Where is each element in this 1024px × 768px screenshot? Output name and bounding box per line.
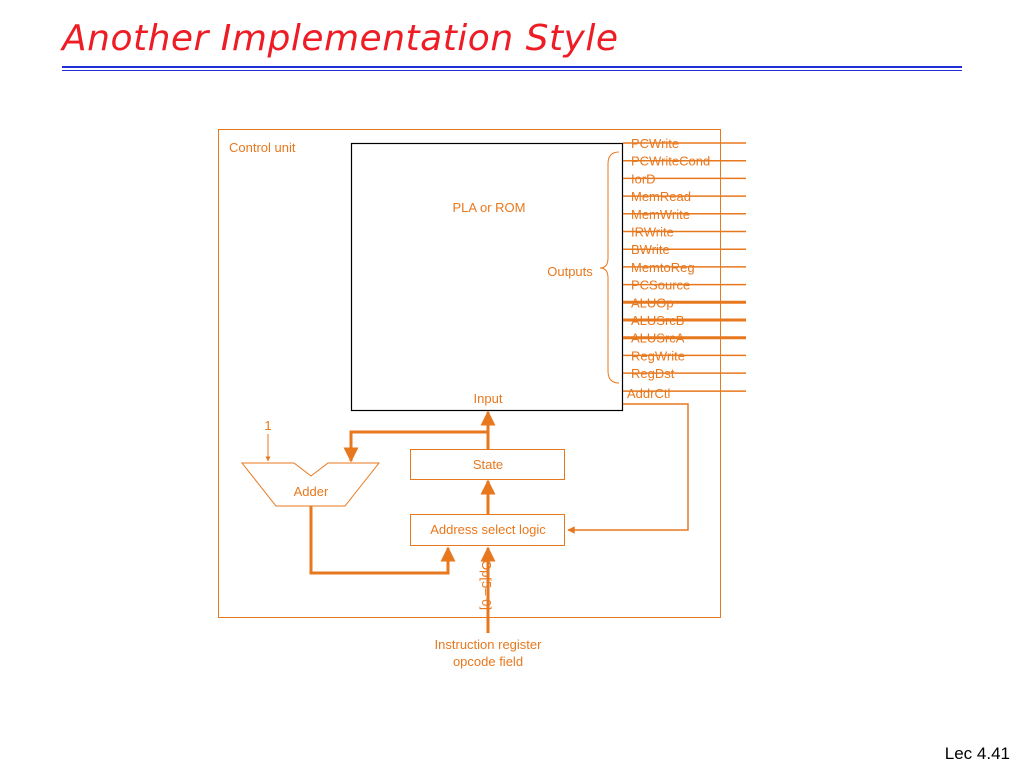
state-to-adder-wire (343, 430, 488, 463)
page-number: Lec 4.41 (944, 744, 1010, 763)
input-label: Input (474, 391, 503, 406)
outputs-label: Outputs (547, 264, 593, 279)
adder-shape (240, 462, 381, 507)
addrctl-label: AddrCtl (627, 386, 670, 401)
addrctl-wire (567, 403, 689, 534)
slide-title: Another Implementation Style (62, 18, 619, 59)
title-rule-thin (62, 70, 962, 71)
title-rule (62, 66, 962, 68)
control-unit-label: Control unit (229, 140, 296, 155)
instruction-register-label-line1: Instruction register (435, 637, 543, 652)
adder-to-address-wire (309, 506, 456, 575)
adder-label: Adder (294, 484, 329, 499)
opcode-label: Op[5– 0] (479, 560, 494, 610)
state-label: State (473, 457, 503, 472)
address-select-box (410, 514, 565, 546)
instruction-register-label-line2: opcode field (453, 654, 523, 669)
address-select-label: Address select logic (430, 522, 546, 537)
constant-one-label: 1 (264, 418, 271, 433)
pla-rom-label: PLA or ROM (453, 200, 526, 215)
outputs-brace (599, 151, 620, 384)
output-signals: PCWritePCWriteCondIorDMemReadMemWriteIRW… (623, 136, 746, 392)
